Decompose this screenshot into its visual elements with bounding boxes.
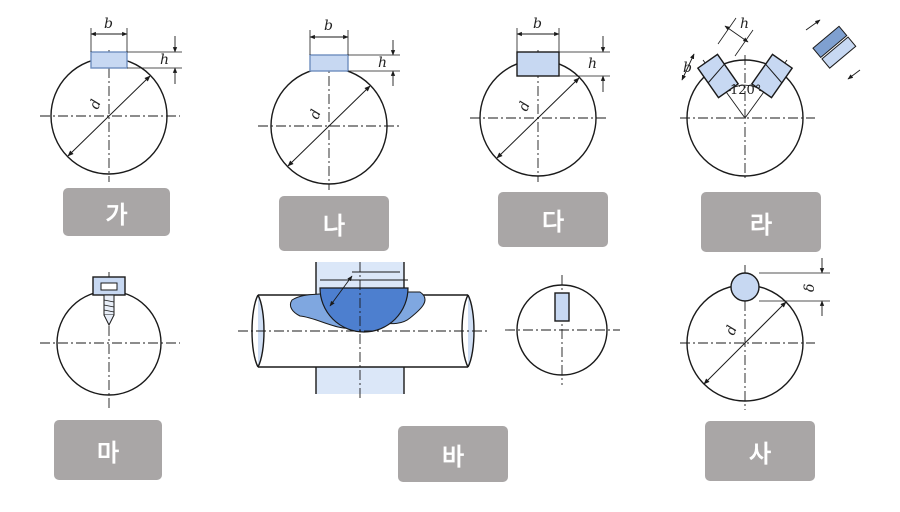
label-da: 다: [498, 192, 608, 247]
dim-d-ga: d: [87, 97, 105, 111]
figure-ba: [238, 262, 490, 400]
figure-sa: [680, 258, 830, 410]
figure-da: [470, 28, 610, 182]
dim-h-da: h: [588, 56, 597, 72]
label-na: 나: [279, 196, 389, 251]
dim-b-da: b: [533, 16, 542, 32]
dim-h-ga: h: [160, 52, 169, 68]
figure-ra: [680, 17, 861, 180]
label-ra: 라: [701, 192, 821, 252]
label-ma: 마: [54, 420, 162, 480]
dim-d-na: d: [307, 107, 325, 121]
label-sa: 사: [705, 421, 815, 481]
dim-b-ga: b: [104, 16, 113, 32]
key-left: [696, 53, 740, 99]
round-key: [730, 272, 760, 302]
dim-d-da: d: [516, 99, 534, 113]
key-right: [750, 53, 794, 99]
key-rect: [516, 51, 560, 77]
dim-h-ra: h: [740, 16, 749, 32]
dim-b-ra: b: [683, 60, 692, 76]
dim-d-sa: d: [723, 323, 741, 337]
figure-ma: [40, 272, 180, 410]
label-ba: 바: [398, 426, 508, 482]
key-rect: [90, 51, 128, 69]
figure-na: [258, 30, 400, 190]
key-rect: [309, 54, 349, 72]
tapered-key-pair: [812, 25, 857, 69]
dim-delta-sa: δ: [802, 284, 818, 292]
dim-b-na: b: [324, 18, 333, 34]
key-slot: [554, 292, 570, 322]
angle-label-ra: 120°: [730, 83, 761, 98]
label-ga: 가: [63, 188, 170, 236]
dim-h-na: h: [378, 55, 387, 71]
figure-small-shaft: [505, 275, 620, 385]
figure-ga: [40, 28, 182, 182]
